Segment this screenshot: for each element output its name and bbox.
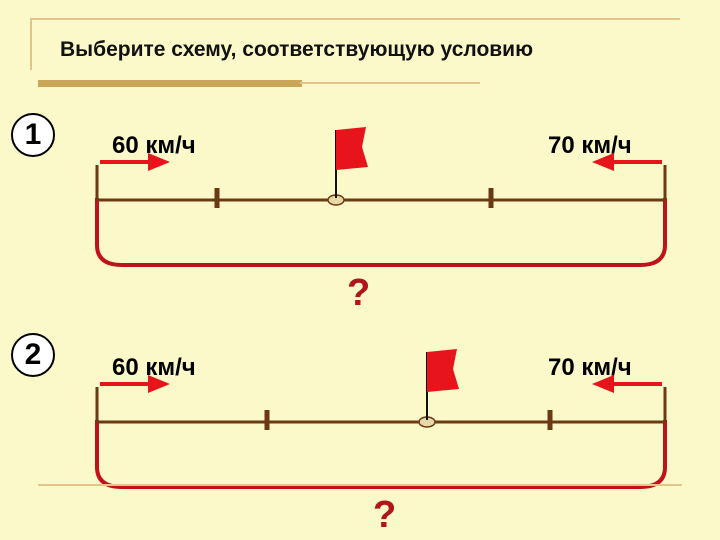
scheme-number-1[interactable]: 1: [11, 113, 55, 157]
arrow-right-icon: [100, 153, 170, 171]
arrow-right-icon: [100, 375, 170, 393]
arrow-left-icon: [592, 375, 662, 393]
distance-arc: [95, 198, 667, 267]
flag-icon: [418, 349, 459, 428]
arrow-left-icon: [592, 153, 662, 171]
right-speed-label-1: 70 км/ч: [548, 132, 632, 159]
scheme-1-diagram: [95, 127, 667, 267]
footer-line: [38, 484, 682, 486]
right-speed-label-2: 70 км/ч: [548, 354, 632, 381]
question-mark-1: ?: [347, 272, 371, 314]
title-underline-thin: [300, 82, 480, 84]
scheme-2-diagram: [95, 349, 667, 489]
frame-top-line: [30, 18, 680, 20]
page-title: Выберите схему, соответствующую условию: [60, 38, 534, 61]
scheme-number-2[interactable]: 2: [11, 333, 55, 377]
title-underline: [38, 80, 302, 87]
left-speed-label-2: 60 км/ч: [112, 354, 196, 381]
left-speed-label-1: 60 км/ч: [112, 132, 196, 159]
frame-left-line: [30, 18, 32, 70]
flag-icon: [327, 127, 368, 206]
distance-arc: [95, 420, 667, 489]
question-mark-2: ?: [373, 494, 397, 536]
